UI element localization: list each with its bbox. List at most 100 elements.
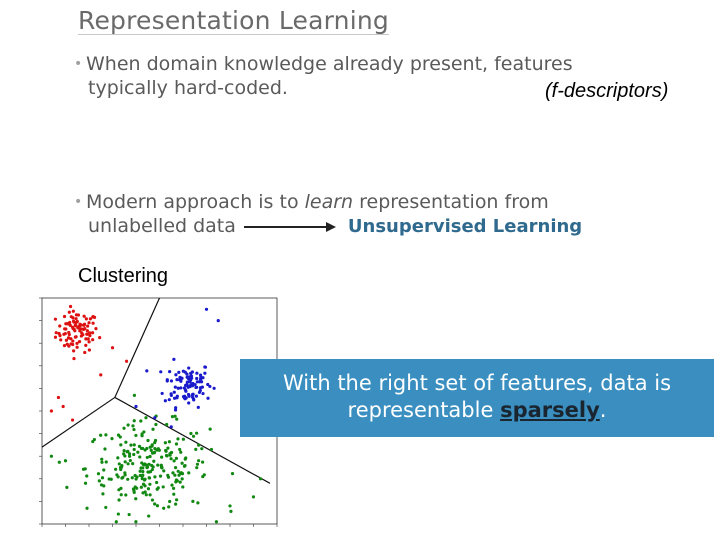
- point-green: [134, 520, 138, 524]
- point-green: [154, 422, 158, 427]
- point-red: [88, 334, 92, 338]
- point-green: [127, 452, 132, 456]
- point-green: [127, 512, 131, 517]
- point-red: [85, 329, 89, 333]
- clustering-label: Clustering: [78, 265, 169, 287]
- point-blue: [203, 365, 207, 369]
- point-green: [92, 437, 96, 442]
- point-green: [134, 497, 138, 501]
- point-red: [59, 338, 63, 342]
- point-green: [191, 499, 195, 503]
- point-red: [70, 418, 75, 422]
- point-green: [148, 454, 152, 459]
- boundary-line: [41, 396, 116, 448]
- point-red: [99, 373, 103, 377]
- point-green: [153, 502, 157, 506]
- point-blue: [178, 378, 182, 382]
- point-blue: [187, 401, 191, 405]
- point-green: [180, 477, 184, 481]
- point-green: [152, 459, 156, 463]
- point-green: [143, 490, 147, 494]
- point-green: [132, 419, 136, 423]
- point-red: [69, 337, 73, 341]
- point-blue: [177, 370, 181, 374]
- point-red: [71, 339, 75, 343]
- point-green: [124, 440, 128, 444]
- point-blue: [163, 399, 167, 403]
- point-red: [74, 313, 79, 317]
- point-green: [139, 419, 143, 423]
- point-red: [81, 333, 85, 337]
- point-green: [131, 424, 135, 428]
- point-green: [179, 450, 183, 454]
- point-green: [173, 473, 177, 477]
- point-green: [140, 477, 144, 481]
- point-green: [100, 457, 104, 461]
- point-blue: [203, 371, 207, 375]
- point-green: [148, 482, 152, 486]
- point-blue: [212, 386, 216, 390]
- point-green: [132, 447, 136, 452]
- point-green: [115, 473, 119, 477]
- point-green: [181, 485, 185, 489]
- point-green: [167, 440, 172, 444]
- point-red: [88, 317, 92, 321]
- point-green: [138, 469, 142, 473]
- point-green: [102, 484, 106, 488]
- point-green: [122, 426, 126, 430]
- point-green: [183, 463, 187, 468]
- point-blue: [165, 378, 169, 382]
- point-green: [132, 490, 136, 494]
- point-green: [148, 493, 152, 497]
- point-blue: [191, 382, 195, 387]
- right-arrow-icon: [243, 215, 336, 239]
- point-green: [180, 461, 184, 465]
- point-red: [56, 395, 61, 400]
- point-blue: [188, 380, 192, 384]
- point-blue: [176, 386, 180, 390]
- point-blue: [172, 396, 177, 400]
- point-red: [85, 332, 89, 336]
- point-blue: [206, 382, 210, 387]
- point-green: [155, 504, 160, 508]
- point-green: [174, 502, 178, 506]
- point-red: [71, 342, 75, 347]
- point-green: [81, 467, 86, 471]
- point-green: [132, 427, 136, 432]
- point-green: [195, 466, 199, 470]
- point-green: [102, 468, 106, 472]
- point-red: [54, 331, 58, 335]
- point-green: [152, 451, 156, 455]
- point-green: [127, 454, 132, 458]
- bullet-hard-coded: •When domain knowledge already present, …: [74, 52, 573, 100]
- point-green: [126, 477, 130, 481]
- point-green: [142, 430, 146, 434]
- point-red: [58, 324, 62, 328]
- point-green: [184, 456, 188, 460]
- point-blue: [169, 379, 174, 383]
- point-red: [49, 409, 53, 413]
- point-green: [136, 450, 140, 454]
- point-blue: [198, 377, 203, 381]
- point-green: [132, 393, 137, 397]
- point-green: [83, 481, 88, 485]
- point-green: [156, 463, 160, 467]
- point-red: [75, 345, 79, 349]
- point-blue: [201, 391, 205, 396]
- bullet2-line2: unlabelled data: [88, 215, 236, 237]
- point-green: [150, 498, 155, 502]
- point-green: [97, 479, 101, 483]
- point-blue: [201, 376, 205, 380]
- point-red: [86, 324, 90, 328]
- point-green: [164, 453, 169, 458]
- point-green: [147, 514, 151, 518]
- point-green: [65, 485, 69, 489]
- point-red: [72, 349, 76, 353]
- callout-line2-b: .: [599, 398, 607, 422]
- point-green: [100, 460, 104, 464]
- point-red: [62, 314, 67, 319]
- point-red: [53, 317, 58, 321]
- point-green: [124, 493, 128, 497]
- point-red: [61, 404, 65, 409]
- point-red: [91, 321, 95, 325]
